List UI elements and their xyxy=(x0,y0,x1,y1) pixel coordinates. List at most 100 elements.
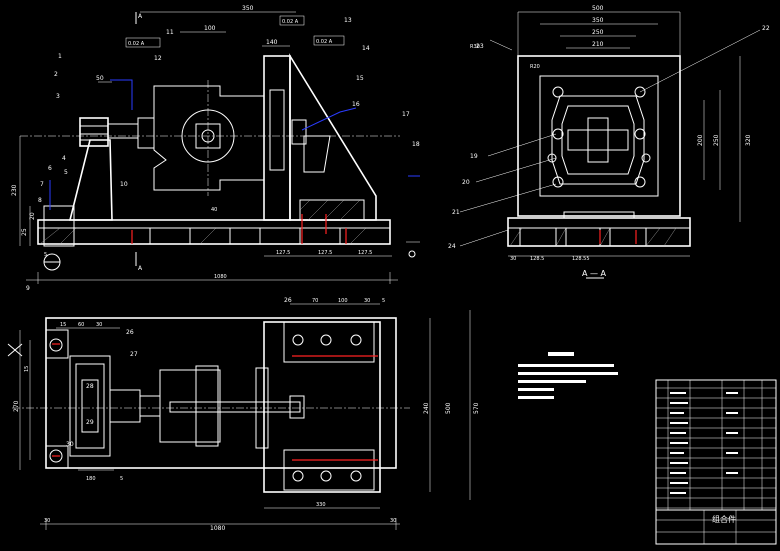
dim-side-128b: 128.55 xyxy=(572,256,590,262)
dim-top-30-left: 30 xyxy=(44,518,50,524)
side-main-plate xyxy=(517,55,681,217)
balloon-21: 21 xyxy=(452,209,460,216)
dim-front-127b: 127.5 xyxy=(318,250,332,256)
top-right-plate xyxy=(263,321,381,493)
balloon-22: 22 xyxy=(762,25,770,32)
dim-front-350: 350 xyxy=(242,5,254,12)
top-dimensions: 26 70 100 30 5 15 60 30 270 15 180 5 240… xyxy=(13,297,480,532)
dim-top-180: 180 xyxy=(86,476,96,482)
front-dimensions: 350 100 50 140 40 127.5 127.5 127.5 1080… xyxy=(11,5,372,280)
dim-top-570: 570 xyxy=(473,402,480,414)
dim-top-70: 70 xyxy=(312,298,318,304)
dim-side-210: 210 xyxy=(592,41,604,48)
top-view xyxy=(7,303,471,530)
balloon-3: 3 xyxy=(56,93,60,100)
balloon-19: 19 xyxy=(470,153,478,160)
dim-front-5: 5 xyxy=(44,252,47,258)
dim-front-25: 25 xyxy=(21,228,28,236)
balloon-7: 7 xyxy=(40,181,44,188)
tol-frame-1: 0.02 A xyxy=(128,41,145,47)
front-right-plate xyxy=(263,55,291,221)
title-block: 组合件 xyxy=(655,379,777,545)
dim-front-140: 140 xyxy=(266,39,278,46)
dim-top-500: 500 xyxy=(445,402,452,414)
dim-side-200: 200 xyxy=(697,134,704,146)
dim-top-left-30: 30 xyxy=(96,322,102,328)
front-base-plate xyxy=(37,219,391,245)
dim-front-50: 50 xyxy=(96,75,104,82)
dim-front-127c: 127.5 xyxy=(358,250,372,256)
balloon-8: 8 xyxy=(38,197,42,204)
dim-front-20: 20 xyxy=(29,212,36,220)
technical-notes xyxy=(518,352,618,399)
front-left-support xyxy=(68,139,113,221)
dim-side-320: 320 xyxy=(745,134,752,146)
dim-top-30-right: 30 xyxy=(390,518,396,524)
dim-top-240: 240 xyxy=(423,402,430,414)
balloon-18: 18 xyxy=(412,141,420,148)
balloon-9: 9 xyxy=(26,285,30,292)
balloon-26: 26 xyxy=(284,297,292,304)
balloon-12: 12 xyxy=(154,55,162,62)
front-view xyxy=(19,11,420,284)
dim-top-1080: 1080 xyxy=(210,525,225,532)
dim-top-left-15b: 15 xyxy=(24,366,30,372)
dim-side-250: 250 xyxy=(592,29,604,36)
balloon-25: 26 xyxy=(126,329,134,336)
dim-front-40: 40 xyxy=(211,207,217,213)
balloon-15: 15 xyxy=(356,75,364,82)
side-workpiece xyxy=(551,95,645,185)
dim-side-350: 350 xyxy=(592,17,604,24)
balloon-10: 10 xyxy=(120,181,128,188)
section-mark-bottom: A xyxy=(138,265,143,272)
front-hub-left xyxy=(79,117,109,147)
balloon-2: 2 xyxy=(54,71,58,78)
balloon-23: 23 xyxy=(476,43,484,50)
balloon-14: 14 xyxy=(362,45,370,52)
balloon-17: 17 xyxy=(402,111,410,118)
top-base-plate xyxy=(45,317,397,469)
dim-top-330: 330 xyxy=(316,502,326,508)
dim-front-127a: 127.5 xyxy=(276,250,290,256)
dim-top-left-60: 60 xyxy=(78,322,84,328)
side-dimensions: 500 350 250 210 200 250 320 R30 R20 30 1… xyxy=(448,5,770,278)
balloon-29: 29 xyxy=(86,419,94,426)
balloon-5: 5 xyxy=(64,169,68,176)
dim-top-30: 30 xyxy=(364,298,370,304)
tolerance-frames: 0.02 A 0.02 A 0.02 A xyxy=(125,15,345,48)
balloon-11: 11 xyxy=(166,29,174,36)
dim-top-270: 270 xyxy=(13,400,20,412)
side-base xyxy=(507,217,691,247)
dim-front-1080: 1080 xyxy=(214,274,227,280)
dim-top-5: 5 xyxy=(382,298,385,304)
dim-side-30: 30 xyxy=(510,256,516,262)
dim-front-230: 230 xyxy=(11,184,18,196)
dim-side-500: 500 xyxy=(592,5,604,12)
front-workpiece xyxy=(153,85,265,191)
balloon-27: 27 xyxy=(130,351,138,358)
balloon-16: 16 xyxy=(352,101,360,108)
dim-side-128a: 128.5 xyxy=(530,256,544,262)
dim-top-100: 100 xyxy=(338,298,348,304)
balloon-24: 24 xyxy=(448,243,456,250)
dim-top-5b: 5 xyxy=(120,476,123,482)
tol-frame-2: 0.02 A xyxy=(282,19,299,25)
balloon-20: 20 xyxy=(462,179,470,186)
dim-side-r20: R20 xyxy=(530,64,540,70)
dim-top-left-15: 15 xyxy=(60,322,66,328)
dim-side-r30: R30 xyxy=(470,44,480,50)
side-section-label: A — A xyxy=(582,269,607,278)
section-mark-top: A xyxy=(138,13,143,20)
front-right-rib xyxy=(289,53,377,221)
balloon-30: 30 xyxy=(66,441,74,448)
front-balloons: 1 2 3 4 5 6 7 8 9 10 11 12 13 14 15 16 1… xyxy=(26,17,420,292)
title-block-name: 组合件 xyxy=(712,514,736,524)
tol-frame-3: 0.02 A xyxy=(316,39,333,45)
balloon-6: 6 xyxy=(48,165,52,172)
dim-side-250v: 250 xyxy=(713,134,720,146)
side-view xyxy=(459,11,761,279)
dim-front-100: 100 xyxy=(204,25,216,32)
balloon-28: 28 xyxy=(86,383,94,390)
balloon-1: 1 xyxy=(58,53,62,60)
